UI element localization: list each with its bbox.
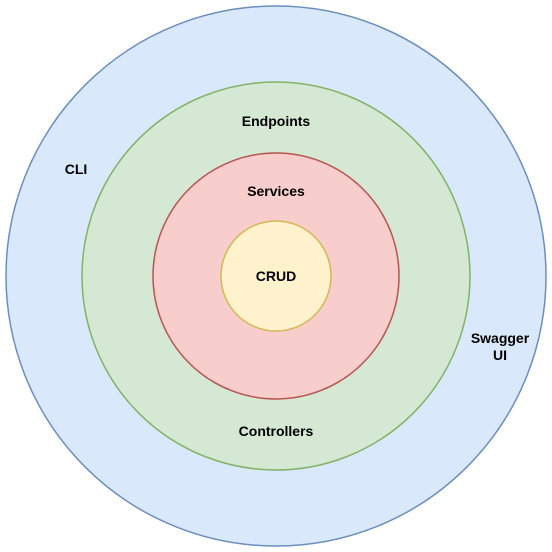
label-cli: CLI (65, 161, 88, 177)
label-endpoints: Endpoints (242, 113, 311, 129)
label-swagger-line2: UI (493, 347, 507, 363)
core-ring (220, 220, 332, 332)
label-crud: CRUD (256, 268, 296, 284)
label-controllers: Controllers (239, 423, 314, 439)
label-swagger-line1: Swagger (471, 330, 530, 346)
label-services: Services (247, 183, 305, 199)
